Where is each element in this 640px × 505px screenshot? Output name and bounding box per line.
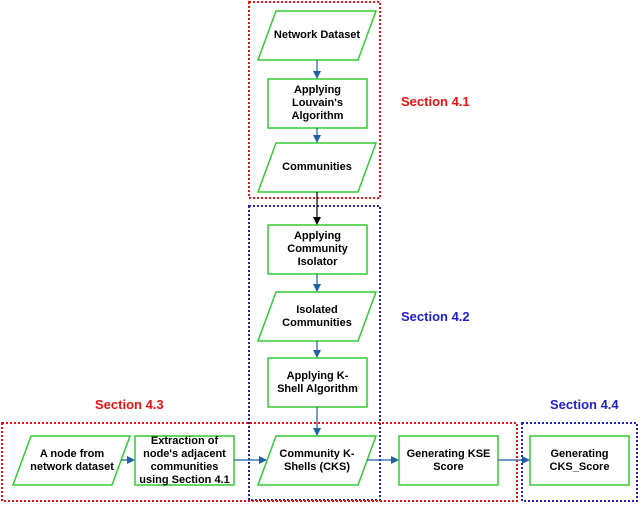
node-communities: Communities <box>282 161 352 173</box>
section-4-2-label: Section 4.2 <box>401 309 470 324</box>
node-community-isolator: Applying Community Isolator <box>287 230 348 268</box>
applying-kshell-shape <box>267 357 368 408</box>
section-4-4-boundary <box>521 422 638 502</box>
node-extraction-adjacent: Extraction of node's adjacent communitie… <box>139 434 230 486</box>
node-from-dataset: A node from network dataset <box>30 447 114 473</box>
generating-cks-shape <box>529 435 630 486</box>
node-from-dataset-shape <box>11 435 132 486</box>
node-network-dataset: Network Dataset <box>273 29 361 41</box>
isolated-communities-shape <box>256 291 378 342</box>
community-isolator-shape <box>267 224 368 275</box>
section-4-4-label: Section 4.4 <box>550 397 619 412</box>
section-4-1-label: Section 4.1 <box>401 94 470 109</box>
section-4-3-boundary <box>1 422 518 502</box>
node-applying-kshell: Applying K-Shell Algorithm <box>277 369 358 395</box>
section-4-3-label: Section 4.3 <box>95 397 164 412</box>
node-generating-kse: Generating KSE Score <box>406 447 491 473</box>
node-community-kshells: Community K-Shells (CKS) <box>279 447 355 473</box>
node-applying-louvain: Applying Louvain's Algorithm <box>291 84 344 122</box>
node-generating-cks: Generating CKS_Score <box>549 447 610 473</box>
section-4-1-boundary <box>248 1 381 199</box>
communities-shape <box>256 142 378 193</box>
node-isolated-communities: Isolated Communities <box>282 303 352 329</box>
generating-kse-shape <box>398 435 499 486</box>
community-kshells-shape <box>256 435 378 486</box>
network-dataset-shape <box>256 10 378 61</box>
section-4-2-boundary <box>248 205 381 501</box>
